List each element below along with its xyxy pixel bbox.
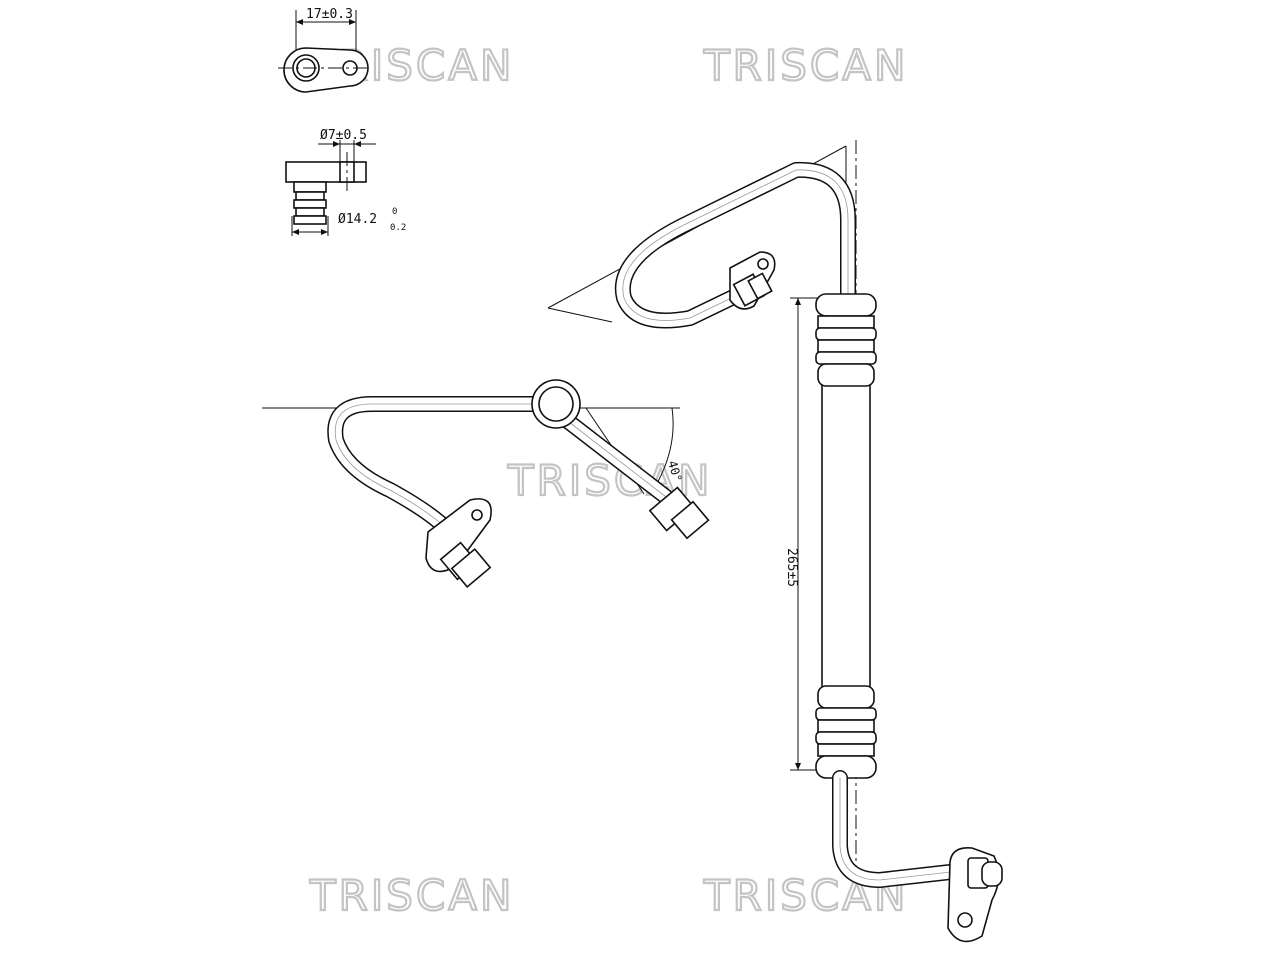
- hose-length-dimension: 265±5: [784, 548, 799, 587]
- flange-top-view: 17±0.3: [278, 7, 369, 93]
- spigot-diameter-dimension: Ø14.2: [338, 212, 377, 227]
- flange-width-dimension: 17±0.3: [306, 7, 353, 22]
- main-hose: 265±5: [784, 140, 1003, 943]
- flange-side-section: Ø7±0.5 Ø14.2 0 0.2: [285, 128, 406, 236]
- angle-dimension: 40°: [665, 459, 684, 484]
- watermark-top-right: TRISCAN: [703, 41, 908, 90]
- spigot-tolerance-lower: 0.2: [390, 223, 406, 233]
- watermarks: TRISCAN TRISCAN TRISCAN TRISCAN TRISCAN: [308, 40, 908, 921]
- left-pipe-assembly: 40°: [262, 379, 710, 588]
- port-bore-dimension: Ø7±0.5: [320, 128, 367, 143]
- watermark-bottom-left: TRISCAN: [309, 871, 514, 920]
- upper-pipe-bend: [547, 145, 856, 329]
- spigot-tolerance-upper: 0: [392, 207, 397, 217]
